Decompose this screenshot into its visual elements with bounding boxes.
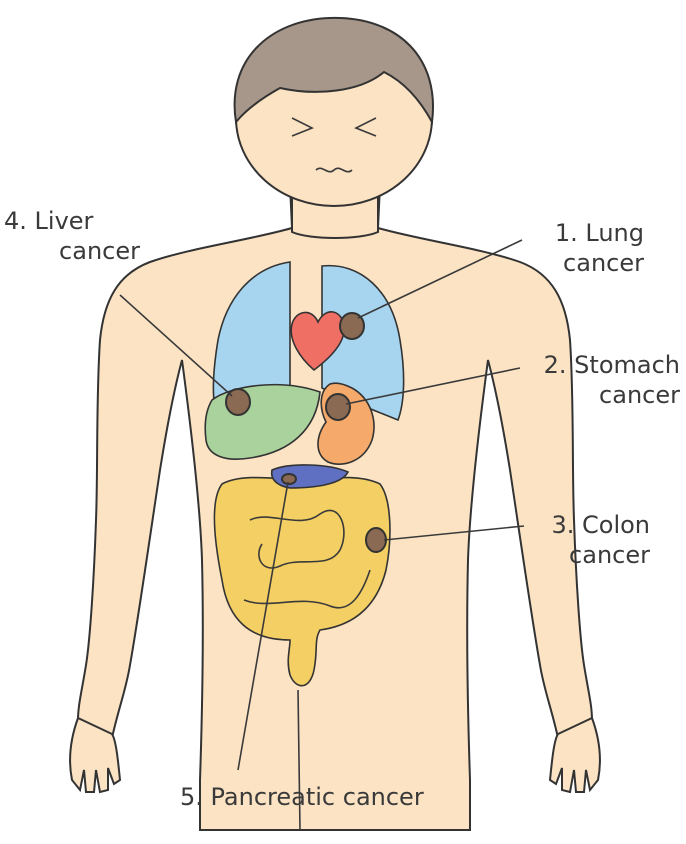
- label-stomach-cancer: 2. Stomach cancer: [520, 350, 680, 410]
- label-lung-cancer: 1. Lung cancer: [520, 218, 644, 278]
- label-lung-line1: 1. Lung: [520, 218, 644, 248]
- stomach-tumor-marker: [326, 394, 350, 420]
- label-colon-line2: cancer: [520, 540, 650, 570]
- colon-tumor-marker: [366, 528, 386, 552]
- label-stomach-line1: 2. Stomach: [520, 350, 680, 380]
- pancreas-tumor-marker: [282, 474, 296, 484]
- label-lung-line2: cancer: [520, 248, 644, 278]
- label-liver-cancer: 4. Liver cancer: [4, 206, 140, 266]
- label-colon-line1: 3. Colon: [520, 510, 650, 540]
- label-pancreas-line1: 5. Pancreatic cancer: [180, 782, 424, 812]
- label-pancreatic-cancer: 5. Pancreatic cancer: [180, 782, 424, 812]
- label-colon-cancer: 3. Colon cancer: [520, 510, 650, 570]
- label-stomach-line2: cancer: [520, 380, 680, 410]
- label-liver-line1: 4. Liver: [4, 206, 140, 236]
- label-liver-line2: cancer: [4, 236, 140, 266]
